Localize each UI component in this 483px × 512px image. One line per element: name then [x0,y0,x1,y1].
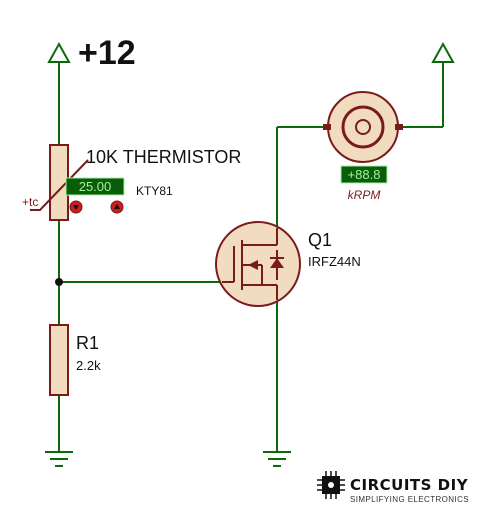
thermistor-display-value: 25.00 [79,179,112,194]
motor-unit: kRPM [348,188,381,202]
resistor-body [49,324,69,396]
thermistor-slash [30,159,89,211]
resistor-name: R1 [76,333,99,353]
thermistor-symbol-label: +tc [22,195,38,209]
supply-label: +12 [78,34,136,72]
motor-terminal-right [395,124,403,130]
junction-dot [55,278,63,286]
mosfet-name: Q1 [308,230,332,250]
temp-up-button[interactable] [110,200,124,214]
supply-arrow-right-icon [431,41,455,63]
logo-tagline: SIMPLIFYING ELECTRONICS [350,495,469,504]
motor[interactable] [323,91,403,163]
chip-icon [317,471,345,499]
mosfet-q1[interactable] [215,221,301,307]
circuits-diy-logo: CIRCUITS DIY SIMPLIFYING ELECTRONICS [317,471,469,504]
motor-display-value: +88.8 [348,167,381,182]
arrow-up-icon [114,204,120,209]
ground-right-icon [263,451,291,467]
diode-triangle-icon [270,258,284,268]
resistor-r1[interactable] [49,324,69,396]
mosfet-arrow-icon [248,260,258,270]
resistor-value: 2.2k [76,358,101,373]
arrow-down-icon [73,205,79,210]
wires [58,60,444,452]
motor-outer [327,91,399,163]
thermistor-name: 10K THERMISTOR [86,147,241,167]
mosfet-part: IRFZ44N [308,254,361,269]
motor-terminal-left [323,124,331,130]
motor-shaft [355,119,371,135]
thermistor-part: KTY81 [136,184,173,198]
ground-left-icon [45,451,73,467]
thermistor-display: 25.00 [65,177,125,196]
temp-down-button[interactable] [69,200,83,214]
motor-display: +88.8 [340,165,388,184]
motor-ring [341,105,385,149]
logo-brand: CIRCUITS DIY [350,476,469,494]
supply-arrow-left-icon [47,41,71,63]
